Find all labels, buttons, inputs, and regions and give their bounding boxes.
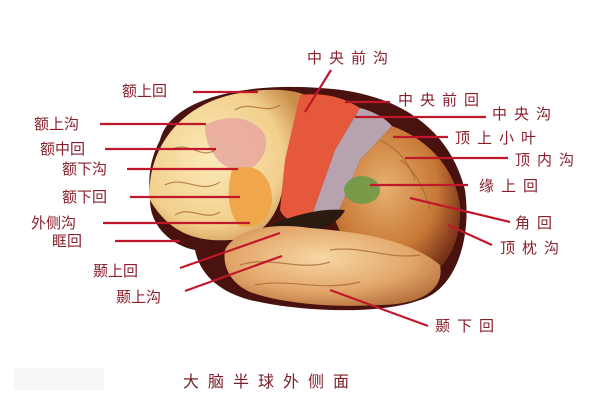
- label-intraparietal-sulcus: 顶内沟: [515, 151, 582, 169]
- precentral-gyrus-band: [280, 94, 360, 222]
- label-precentral-gyrus: 中央前回: [398, 91, 487, 109]
- label-inferior-temporal-gyrus: 颞下回: [435, 317, 502, 335]
- label-parieto-occipital-sulcus: 顶枕沟: [500, 239, 567, 257]
- label-supramarginal-gyrus: 缘上回: [479, 177, 546, 195]
- label-orbital-gyrus: 眶回: [52, 232, 83, 250]
- gyri-texture: [164, 104, 431, 287]
- label-inferior-frontal-sulcus: 额下沟: [62, 160, 108, 178]
- supramarginal-green: [344, 176, 380, 204]
- inferior-frontal-region: [228, 166, 272, 227]
- label-lateral-sulcus: 外侧沟: [31, 214, 77, 232]
- temporal-lobe: [224, 226, 441, 306]
- label-inferior-frontal-gyrus: 额下回: [62, 188, 108, 206]
- watermark-placeholder: [14, 368, 104, 390]
- leader-lines-right: [304, 69, 511, 328]
- postcentral-gyrus-band: [312, 108, 392, 223]
- label-superior-temporal-sulcus: 颞上沟: [116, 288, 162, 306]
- label-superior-frontal-gyrus: 额上回: [122, 82, 168, 100]
- label-superior-temporal-gyrus: 颞上回: [93, 262, 139, 280]
- figure-caption: 大脑半球外侧面: [183, 372, 359, 391]
- label-superior-parietal-lobule: 顶上小叶: [455, 129, 544, 147]
- label-angular-gyrus: 角回: [515, 214, 560, 232]
- middle-frontal-region: [205, 117, 266, 172]
- label-middle-frontal-gyrus: 额中回: [40, 140, 86, 158]
- label-precentral-sulcus: 中央前沟: [307, 49, 396, 67]
- label-central-sulcus: 中央沟: [492, 105, 559, 123]
- label-superior-frontal-sulcus: 额上沟: [34, 115, 80, 133]
- leader-lines-left: [100, 90, 283, 293]
